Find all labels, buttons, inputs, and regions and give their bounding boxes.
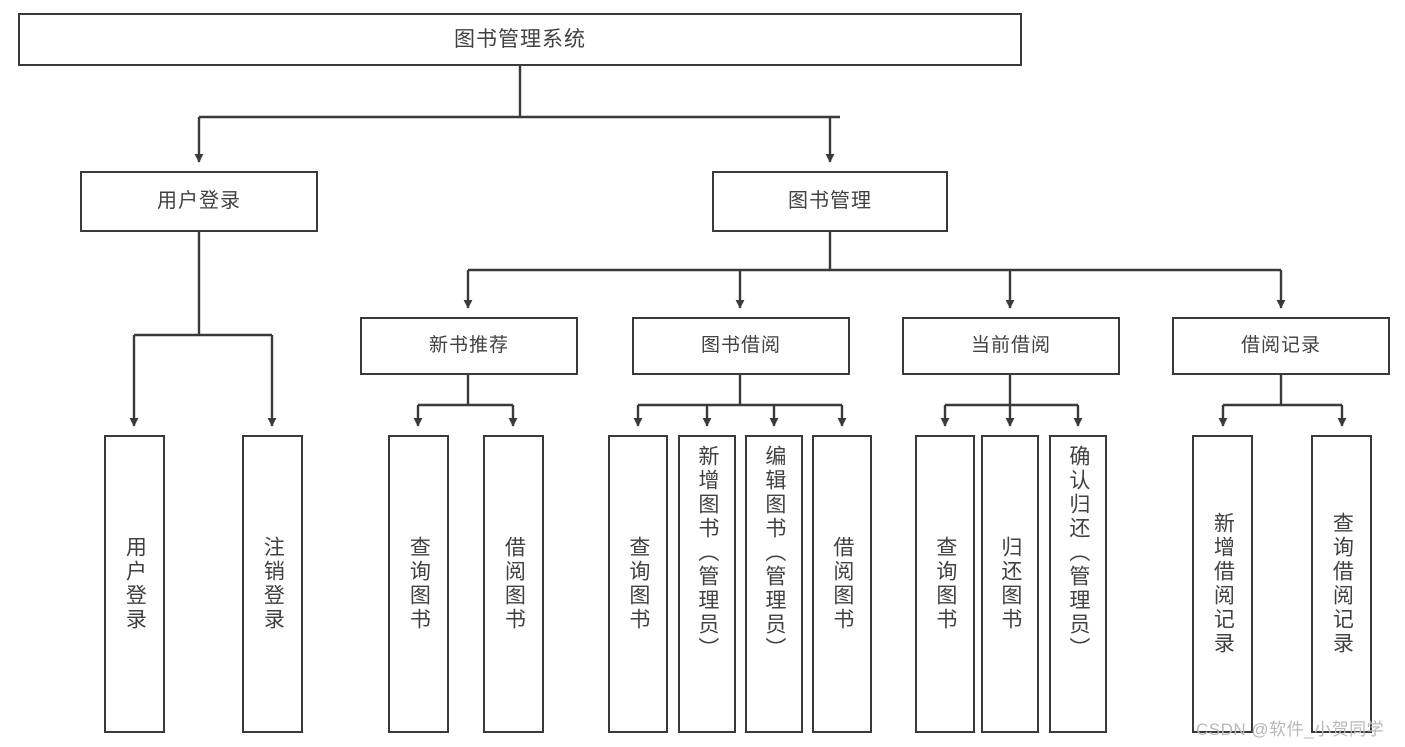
node-label: 图书管理系统 [454, 27, 586, 51]
node-leaf-query-book-recommend[interactable]: 查询图书 [388, 435, 449, 733]
node-new-book-recommend[interactable]: 新书推荐 [360, 317, 578, 375]
node-user-login[interactable]: 用户登录 [80, 171, 318, 232]
node-label: 查询图书 [407, 536, 431, 632]
node-root-system[interactable]: 图书管理系统 [18, 13, 1022, 66]
node-label: 归还图书 [998, 536, 1022, 632]
node-borrow-record[interactable]: 借阅记录 [1172, 317, 1390, 375]
node-label: 查询图书 [626, 536, 650, 632]
node-leaf-confirm-return[interactable]: 确认归还（管理员） [1049, 435, 1107, 733]
node-label: 新增图书（管理员） [695, 445, 719, 661]
node-book-borrow[interactable]: 图书借阅 [632, 317, 850, 375]
node-label: 借阅图书 [830, 536, 854, 632]
node-label: 当前借阅 [970, 335, 1051, 357]
node-label: 查询借阅记录 [1330, 512, 1354, 656]
node-label: 用户登录 [157, 190, 241, 213]
node-label: 确认归还（管理员） [1066, 445, 1090, 661]
node-label: 新增借阅记录 [1211, 512, 1235, 656]
csdn-watermark: CSDN @软件_小贺同学 [1196, 720, 1385, 739]
node-leaf-borrow-book[interactable]: 借阅图书 [812, 435, 872, 733]
node-label: 借阅图书 [502, 536, 526, 632]
node-label: 新书推荐 [428, 335, 509, 357]
node-leaf-user-login[interactable]: 用户登录 [104, 435, 165, 733]
node-leaf-query-borrow-record[interactable]: 查询借阅记录 [1311, 435, 1372, 733]
node-leaf-query-book-current[interactable]: 查询图书 [915, 435, 975, 733]
node-leaf-borrow-book-recommend[interactable]: 借阅图书 [483, 435, 544, 733]
node-label: 编辑图书（管理员） [762, 445, 786, 661]
node-label: 用户登录 [123, 536, 147, 632]
node-label: 图书借阅 [700, 335, 781, 357]
node-label: 注销登录 [261, 536, 285, 632]
node-current-borrow[interactable]: 当前借阅 [902, 317, 1120, 375]
node-leaf-add-borrow-record[interactable]: 新增借阅记录 [1192, 435, 1253, 733]
node-label: 查询图书 [933, 536, 957, 632]
node-leaf-edit-book[interactable]: 编辑图书（管理员） [745, 435, 803, 733]
node-leaf-return-book[interactable]: 归还图书 [981, 435, 1039, 733]
node-leaf-logout[interactable]: 注销登录 [242, 435, 303, 733]
node-label: 图书管理 [788, 190, 872, 213]
node-leaf-add-book[interactable]: 新增图书（管理员） [678, 435, 736, 733]
node-book-management[interactable]: 图书管理 [712, 171, 948, 232]
node-label: 借阅记录 [1240, 335, 1321, 357]
node-leaf-query-book-borrow[interactable]: 查询图书 [608, 435, 668, 733]
